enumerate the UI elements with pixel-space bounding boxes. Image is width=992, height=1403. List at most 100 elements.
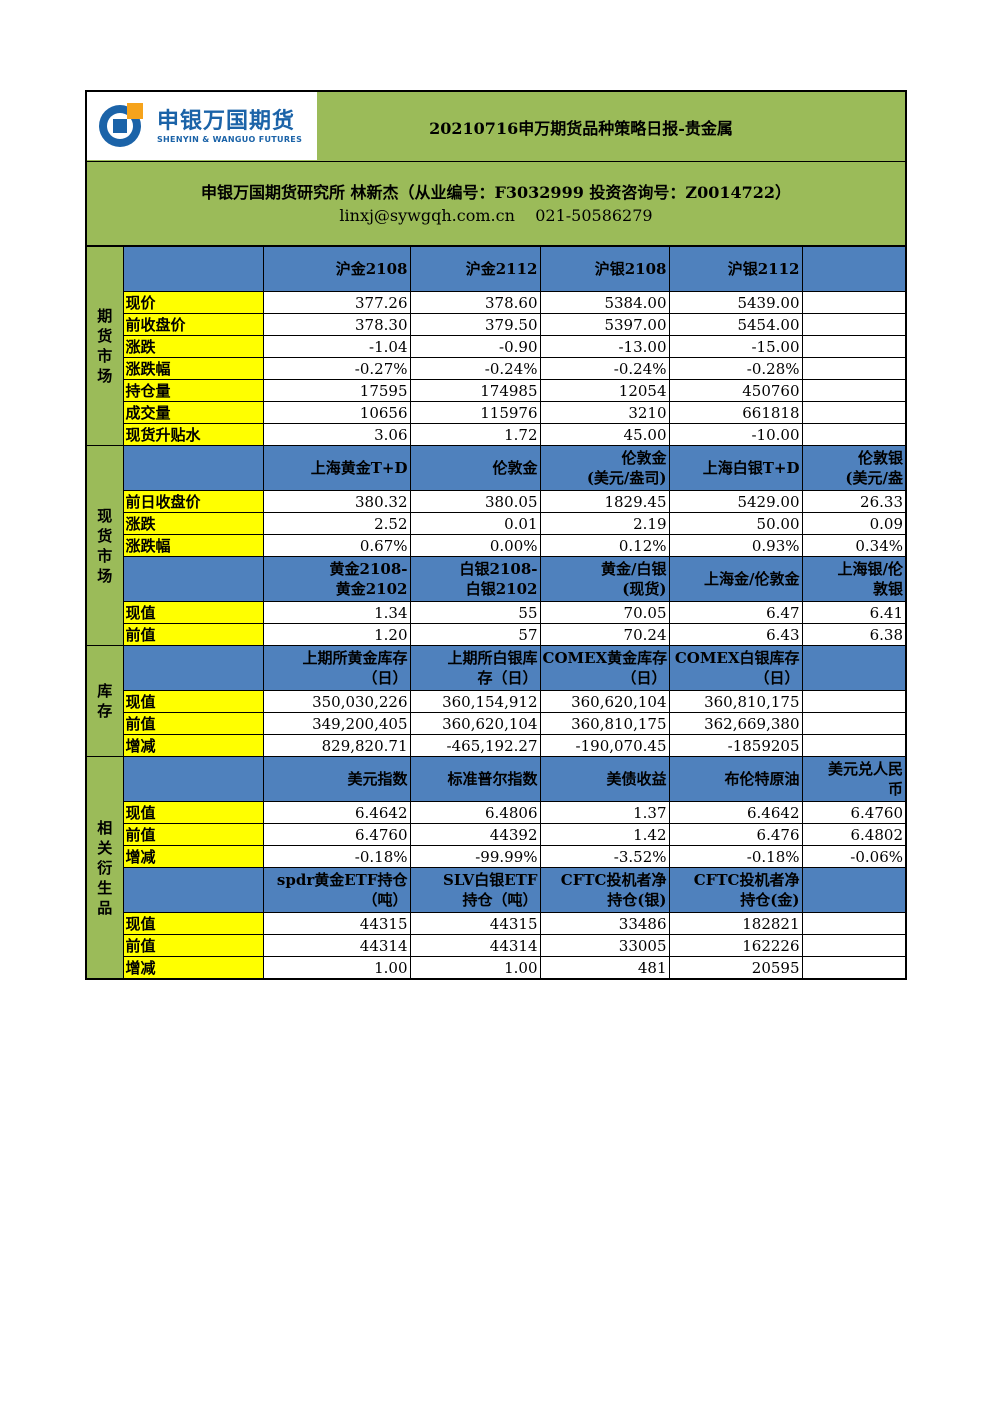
value-cell: -1859205 [668,734,803,757]
value-cell: 0.09 [801,512,907,535]
value-cell: 6.38 [801,623,907,646]
value-cell: 3210 [539,401,670,424]
column-header: 黄金/白银(现货) [539,556,670,602]
value-cell: 378.30 [262,313,411,336]
value-cell: 115976 [409,401,541,424]
value-cell: 5384.00 [539,291,670,314]
column-header: 沪金2108 [262,246,411,292]
value-cell: -0.90 [409,335,541,358]
value-cell [801,423,907,446]
row-label: 现值 [122,912,264,935]
value-cell: 45.00 [539,423,670,446]
column-header [801,645,907,691]
value-cell: 33486 [539,912,670,935]
section-inventory: 库存 [85,645,124,757]
value-cell: 1.42 [539,823,670,846]
value-cell: 6.4806 [409,801,541,824]
column-header: 沪银2112 [668,246,803,292]
value-cell: 162226 [668,934,803,957]
analyst-info: 申银万国期货研究所 林新杰（从业编号：F3032999 投资咨询号：Z00147… [85,162,907,246]
column-header: 上海银/伦敦银 [801,556,907,602]
value-cell: 50.00 [668,512,803,535]
header-blank-cell [122,445,264,491]
value-cell: 1.00 [409,956,541,980]
value-cell: 33005 [539,934,670,957]
value-cell: 57 [409,623,541,646]
column-header: COMEX白银库存（日） [668,645,803,691]
row-label: 涨跌 [122,335,264,358]
row-label: 成交量 [122,401,264,424]
value-cell: -0.06% [801,845,907,868]
report-header: 申银万国期货 SHENYIN & WANGUO FUTURES 20210716… [85,90,907,162]
value-cell: 349,200,405 [262,712,411,735]
value-cell: 6.43 [668,623,803,646]
row-label: 前日收盘价 [122,490,264,513]
value-cell [801,357,907,380]
value-cell: 70.24 [539,623,670,646]
value-cell: 44315 [262,912,411,935]
column-header: 上海金/伦敦金 [668,556,803,602]
value-cell: 6.4760 [262,823,411,846]
value-cell: -0.18% [262,845,411,868]
value-cell: -10.00 [668,423,803,446]
value-cell: 174985 [409,379,541,402]
value-cell: 5439.00 [668,291,803,314]
value-cell: 10656 [262,401,411,424]
section-futures-market: 期货市场 [85,246,124,446]
value-cell: 2.52 [262,512,411,535]
value-cell [801,690,907,713]
analyst-line: 申银万国期货研究所 林新杰（从业编号：F3032999 投资咨询号：Z00147… [200,182,792,202]
value-cell: 360,154,912 [409,690,541,713]
value-cell: 0.93% [668,534,803,557]
value-cell: 350,030,226 [262,690,411,713]
value-cell: -0.28% [668,357,803,380]
row-label: 前值 [122,934,264,957]
value-cell: 379.50 [409,313,541,336]
value-cell: 1.34 [262,601,411,624]
column-header: CFTC投机者净持仓(银) [539,867,670,913]
column-header [801,246,907,292]
value-cell: 0.34% [801,534,907,557]
value-cell: 3.06 [262,423,411,446]
value-cell: -0.24% [409,357,541,380]
value-cell: 450760 [668,379,803,402]
value-cell [801,313,907,336]
value-cell: 360,620,104 [539,690,670,713]
header-blank-cell [122,867,264,913]
value-cell: 5429.00 [668,490,803,513]
header-blank-cell [122,246,264,292]
value-cell: -3.52% [539,845,670,868]
value-cell: 1.20 [262,623,411,646]
row-label: 前值 [122,623,264,646]
value-cell: 44392 [409,823,541,846]
value-cell: 6.41 [801,601,907,624]
row-label: 前值 [122,823,264,846]
row-label: 涨跌幅 [122,534,264,557]
value-cell: 362,669,380 [668,712,803,735]
report-title: 20210716申万期货品种策略日报-贵金属 [429,118,733,138]
report-sheet: 申银万国期货 SHENYIN & WANGUO FUTURES 20210716… [85,90,907,980]
value-cell: 377.26 [262,291,411,314]
value-cell: 0.01 [409,512,541,535]
row-label: 涨跌 [122,512,264,535]
row-label: 现值 [122,601,264,624]
column-header: 伦敦银(美元/盎 [801,445,907,491]
value-cell: 20595 [668,956,803,980]
row-label: 持仓量 [122,379,264,402]
row-label: 现值 [122,801,264,824]
value-cell: 1.00 [262,956,411,980]
